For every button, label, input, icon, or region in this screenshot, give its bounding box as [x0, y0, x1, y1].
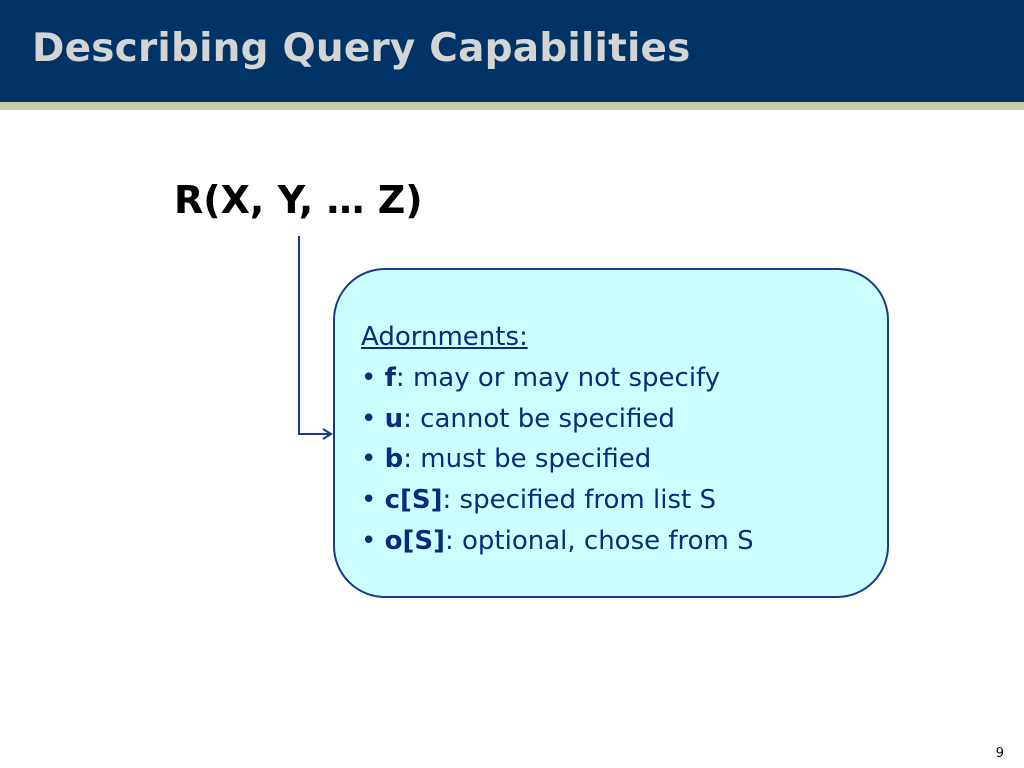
adornment-term: c[S] [384, 485, 443, 516]
list-item: • f: may or may not specify [361, 358, 754, 399]
bullet-icon: • [361, 525, 377, 556]
relation-signature: R(X, Y, … Z) [174, 178, 423, 222]
title-bar: Describing Query Capabilities [0, 0, 1024, 102]
adornments-box: Adornments: • f: may or may not specify … [333, 268, 889, 598]
title-bar-underline [0, 102, 1024, 110]
adornments-content: Adornments: • f: may or may not specify … [361, 317, 754, 562]
slide-title: Describing Query Capabilities [32, 26, 691, 71]
arrow-head-icon [322, 428, 333, 440]
bullet-icon: • [361, 362, 377, 393]
adornment-description: : cannot be specified [403, 403, 675, 434]
list-item: • u: cannot be specified [361, 399, 754, 440]
adornment-description: : optional, chose from S [444, 525, 754, 556]
list-item: • c[S]: specified from list S [361, 480, 754, 521]
page-number: 9 [995, 746, 1004, 761]
bullet-icon: • [361, 444, 377, 475]
adornment-description: : may or may not specify [395, 362, 721, 393]
bullet-icon: • [361, 485, 377, 516]
adornments-heading: Adornments: [361, 322, 528, 352]
bullet-icon: • [361, 403, 377, 434]
connector-line [298, 236, 330, 435]
adornment-description: : must be specified [403, 444, 652, 475]
adornment-term: b [384, 444, 404, 475]
adornment-description: : specified from list S [442, 485, 716, 516]
adornment-term: o[S] [384, 525, 445, 556]
list-item: • b: must be specified [361, 439, 754, 480]
list-item: • o[S]: optional, chose from S [361, 521, 754, 562]
adornment-term: u [384, 403, 404, 434]
adornment-term: f [384, 362, 396, 393]
